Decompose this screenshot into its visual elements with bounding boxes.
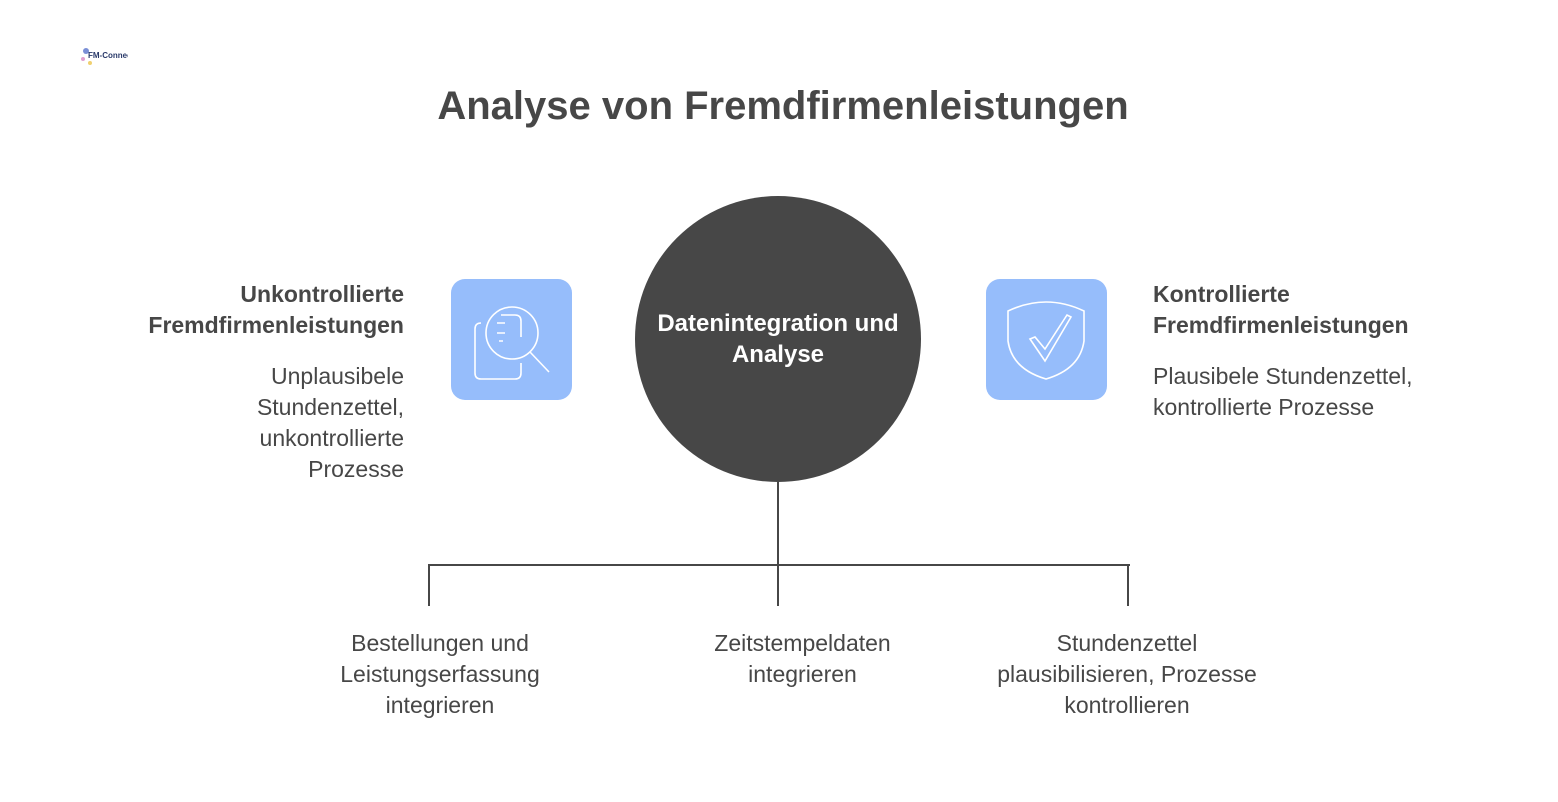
step-1: Bestellungen und Leistungserfassung inte…: [340, 630, 540, 718]
connector-horizontal: [428, 564, 1130, 566]
document-search-icon: [474, 306, 550, 380]
connector-vertical: [777, 482, 779, 606]
logo: FM-Connect: [80, 45, 135, 69]
left-icon-box: [451, 279, 572, 400]
left-description: Unplausibele Stundenzettel, unkontrollie…: [256, 363, 404, 482]
right-heading: Kontrollierte Fremdfirmenleistungen: [1153, 281, 1409, 338]
connector-right: [1127, 564, 1129, 606]
page-title: Analyse von Fremdfirmenleistungen: [437, 84, 1129, 128]
center-node: Datenintegration und Analyse: [635, 196, 921, 482]
right-icon-box: [986, 279, 1107, 400]
step-2: Zeitstempeldaten integrieren: [714, 630, 891, 687]
left-heading: Unkontrollierte Fremdfirmenleistungen: [148, 281, 404, 338]
center-label: Datenintegration und Analyse: [657, 310, 899, 368]
right-description: Plausibele Stundenzettel, kontrollierte …: [1153, 363, 1413, 420]
svg-text:FM-Connect: FM-Connect: [88, 51, 128, 60]
connector-left: [428, 564, 430, 606]
step-3: Stundenzettel plausibilisieren, Prozesse…: [997, 630, 1257, 718]
shield-check-icon: [1007, 301, 1085, 380]
